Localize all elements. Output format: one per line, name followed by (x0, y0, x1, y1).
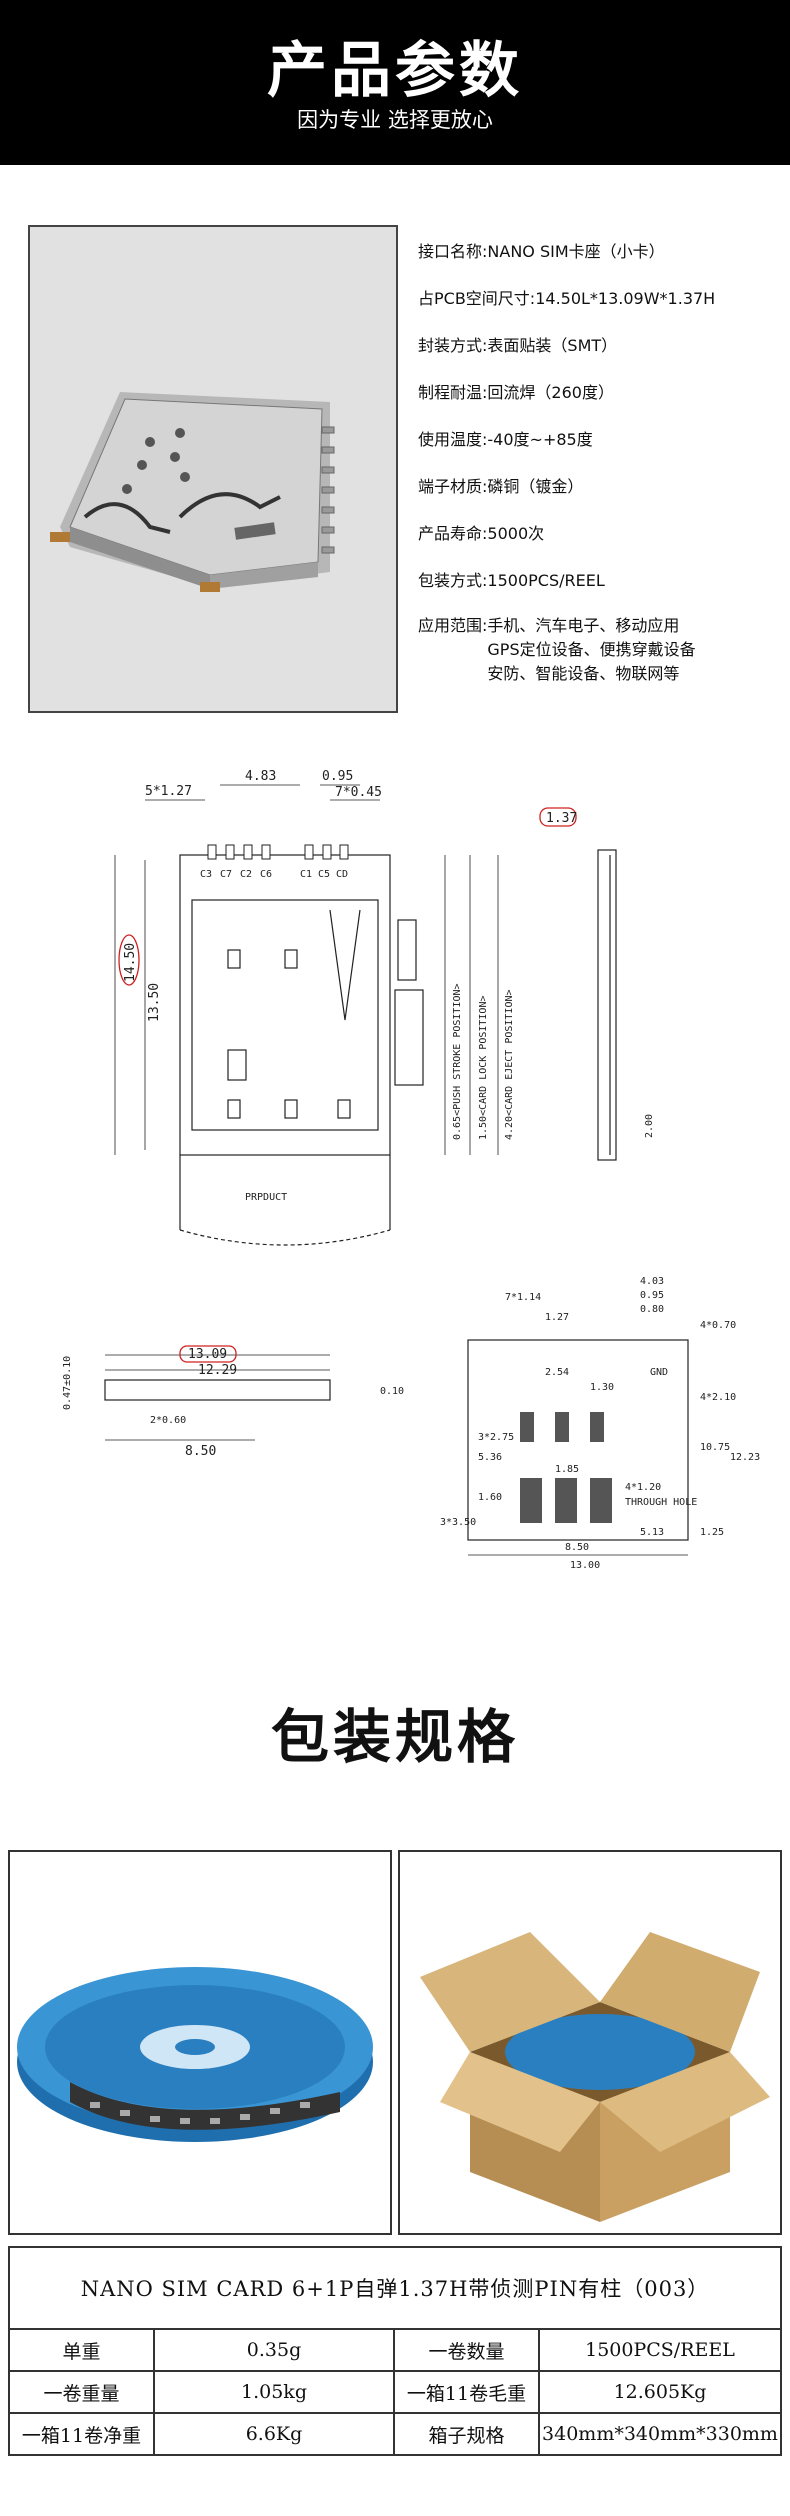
dim-label: 2.00 (644, 1114, 655, 1138)
dim-label: 7*0.45 (335, 785, 382, 800)
dim-label: 12.29 (198, 1363, 237, 1378)
dim-label: 0.47±0.10 (62, 1356, 73, 1410)
pcb-layout-outline (467, 1339, 689, 1541)
product-mark: PRPDUCT (245, 1192, 287, 1203)
table-row: 一箱11卷净重 6.6Kg 箱子规格 340mm*340mm*330mm (8, 2412, 782, 2456)
pcb-dim: 3*3.50 (440, 1517, 476, 1528)
pcb-dim: 13.00 (570, 1560, 600, 1571)
pcb-dim: 1.60 (478, 1492, 502, 1503)
socket-outline-top (179, 854, 391, 1156)
pcb-dim: 1.85 (555, 1464, 579, 1475)
pin-label: C5 (318, 869, 330, 880)
packaging-table: NANO SIM CARD 6+1P自弹1.37H带侦测PIN有柱（003） 单… (8, 2246, 782, 2456)
pcb-dim: THROUGH HOLE (625, 1497, 697, 1508)
dim-label: 14.50 (123, 943, 138, 982)
dim-label: 13.50 (147, 983, 162, 1022)
pcb-dim: 5.13 (640, 1527, 664, 1538)
pcb-dim: 5.36 (478, 1452, 502, 1463)
spec-list: 接口名称:NANO SIM卡座（小卡） 占PCB空间尺寸:14.50L*13.0… (418, 240, 788, 709)
pin-label: C2 (240, 869, 252, 880)
reel-illustration (17, 1967, 373, 2142)
pcb-dim: GND (650, 1367, 668, 1378)
position-label: 1.50<CARD LOCK POSITION> (478, 996, 489, 1141)
sim-socket-illustration (50, 392, 335, 592)
dim-label: 8.50 (185, 1444, 216, 1459)
pcb-dim: 0.95 (640, 1290, 664, 1301)
dim-label: 4.83 (245, 769, 276, 784)
dim-label: 0.10 (380, 1386, 404, 1397)
dim-label: 0.95 (322, 769, 353, 784)
technical-drawing: 5*1.27 4.83 0.95 7*0.45 1.37 C3 C7 C2 C6… (0, 760, 790, 1620)
pcb-dim: 4*1.20 (625, 1482, 661, 1493)
pin-label: C6 (260, 869, 272, 880)
pcb-dim: 4*2.10 (700, 1392, 736, 1403)
product-photo (28, 225, 398, 713)
spec-row: 端子材质:磷铜（镀金） (418, 477, 584, 496)
pcb-dim: 8.50 (565, 1542, 589, 1553)
spec-row: 产品寿命:5000次 (418, 524, 545, 543)
pcb-dim: 4*0.70 (700, 1320, 736, 1331)
spec-row: 封装方式:表面贴装（SMT） (418, 336, 618, 355)
carton-photo (398, 1850, 782, 2235)
dim-label: 1.37 (546, 811, 577, 826)
table-row: 一卷重量 1.05kg 一箱11卷毛重 12.605Kg (8, 2370, 782, 2414)
pcb-dim: 4.03 (640, 1276, 664, 1287)
socket-outline-front (104, 1379, 331, 1401)
table-row: 单重 0.35g 一卷数量 1500PCS/REEL (8, 2328, 782, 2372)
pin-label: C7 (220, 869, 232, 880)
pcb-dim: 12.23 (730, 1452, 760, 1463)
spec-row: 占PCB空间尺寸:14.50L*13.09W*1.37H (418, 289, 716, 308)
pin-label: CD (336, 869, 348, 880)
pcb-dim: 3*2.75 (478, 1432, 514, 1443)
position-label: 0.65<PUSH STROKE POSITION> (452, 983, 463, 1140)
spec-row: 包装方式:1500PCS/REEL (418, 571, 605, 590)
spec-row: 使用温度:-40度~+85度 (418, 430, 593, 449)
pcb-dim: 1.30 (590, 1382, 614, 1393)
pcb-dim: 7*1.14 (505, 1292, 541, 1303)
table-caption: NANO SIM CARD 6+1P自弹1.37H带侦测PIN有柱（003） (8, 2246, 782, 2330)
page-subtitle: 因为专业 选择更放心 (297, 108, 493, 132)
pin-label: C1 (300, 869, 312, 880)
pcb-dim: 1.27 (545, 1312, 569, 1323)
pcb-dim: 2.54 (545, 1367, 569, 1378)
dim-label: 13.09 (188, 1347, 227, 1362)
spec-row-application: 应用范围: 手机、汽车电子、移动应用 GPS定位设备、便携穿戴设备 安防、智能设… (418, 616, 696, 683)
position-label: 4.20<CARD EJECT POSITION> (504, 989, 515, 1140)
spec-row: 接口名称:NANO SIM卡座（小卡） (418, 242, 665, 261)
reel-photo (8, 1850, 392, 2235)
carton-illustration (420, 1932, 770, 2222)
header-banner: 产品参数 因为专业 选择更放心 (0, 0, 790, 165)
dim-label: 2*0.60 (150, 1415, 186, 1426)
pcb-dim: 0.80 (640, 1304, 664, 1315)
page-title: 产品参数 (267, 36, 523, 106)
socket-outline-side (597, 849, 617, 1161)
spec-row: 制程耐温:回流焊（260度） (418, 383, 614, 402)
dim-label: 5*1.27 (145, 784, 192, 799)
pcb-dim: 1.25 (700, 1527, 724, 1538)
pin-label: C3 (200, 869, 212, 880)
packaging-title: 包装规格 (270, 1703, 519, 1771)
pcb-dim: 10.75 (700, 1442, 730, 1453)
